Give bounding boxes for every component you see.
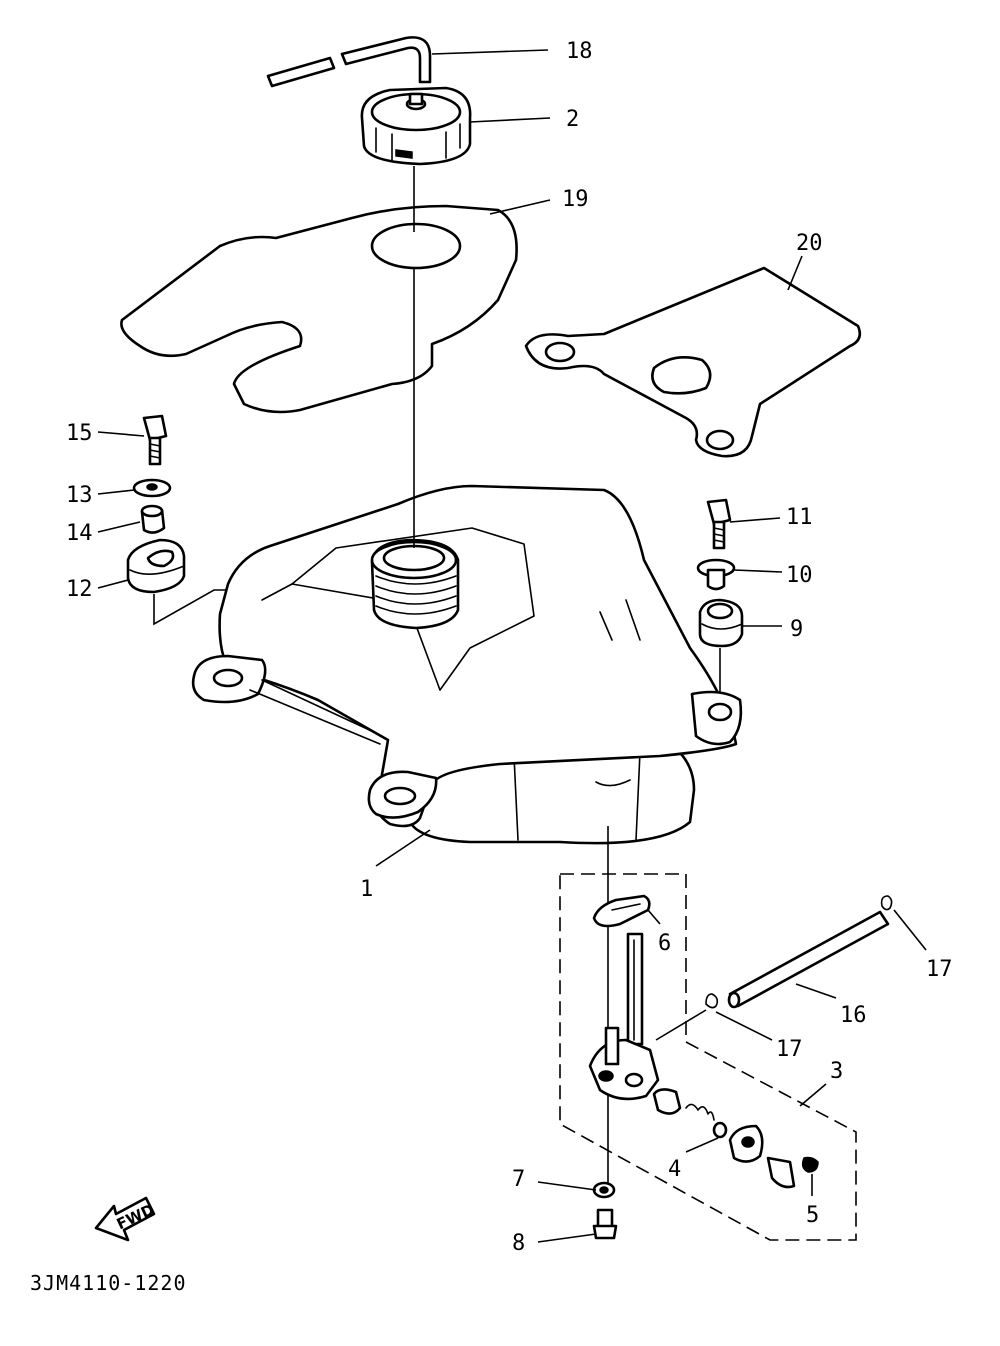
callout-4: 4 (668, 1157, 681, 1182)
left-grommet-part (126, 538, 186, 594)
sealing-washer-part (592, 1181, 616, 1199)
callout-15: 15 (66, 421, 93, 446)
hose-clip-upper-part (880, 895, 893, 911)
callout-12: 12 (66, 577, 93, 602)
cock-lever-part (728, 1124, 819, 1189)
fuel-tank-part (191, 484, 743, 845)
drain-screw-part (592, 1208, 618, 1240)
callout-1: 1 (360, 877, 373, 902)
callout-labels: 18 2 19 20 15 13 14 12 11 10 9 1 6 17 16… (66, 39, 953, 1256)
callout-7: 7 (512, 1167, 525, 1192)
cock-gasket-part (592, 894, 651, 928)
cock-internals-part (652, 1088, 728, 1139)
fuel-cock-assembly-outline (559, 873, 857, 1241)
tank-pad-part (120, 204, 518, 414)
callout-6: 6 (658, 931, 671, 956)
left-washer-part (132, 478, 172, 498)
callout-14: 14 (66, 521, 93, 546)
hose-clip-lower-part (705, 993, 719, 1009)
callout-11: 11 (786, 505, 813, 530)
callout-20: 20 (796, 231, 823, 256)
callout-2: 2 (566, 107, 579, 132)
right-bolt-part (706, 498, 732, 550)
callout-17-upper: 17 (926, 957, 953, 982)
breather-hose-part (266, 36, 432, 88)
right-collar-part (696, 558, 736, 591)
callout-3: 3 (830, 1059, 843, 1084)
fwd-arrow-icon: FWD (94, 1196, 157, 1242)
callout-13: 13 (66, 483, 93, 508)
fuel-cock-part (588, 932, 660, 1101)
right-grommet-part (698, 598, 744, 648)
callout-19: 19 (562, 187, 589, 212)
part-code: 3JM4110-1220 (30, 1271, 187, 1295)
callout-16: 16 (840, 1003, 867, 1028)
fuel-cap-part (360, 86, 472, 166)
callout-9: 9 (790, 617, 803, 642)
callout-5: 5 (806, 1203, 819, 1228)
callout-8: 8 (512, 1231, 525, 1256)
callout-17-lower: 17 (776, 1037, 803, 1062)
leader-lines (97, 49, 927, 1243)
fuel-pipe-part (727, 910, 890, 1009)
callout-10: 10 (786, 563, 813, 588)
left-bolt-part (142, 414, 168, 466)
gasket-part (524, 266, 862, 458)
callout-18: 18 (566, 39, 593, 64)
left-collar-part (140, 504, 166, 534)
